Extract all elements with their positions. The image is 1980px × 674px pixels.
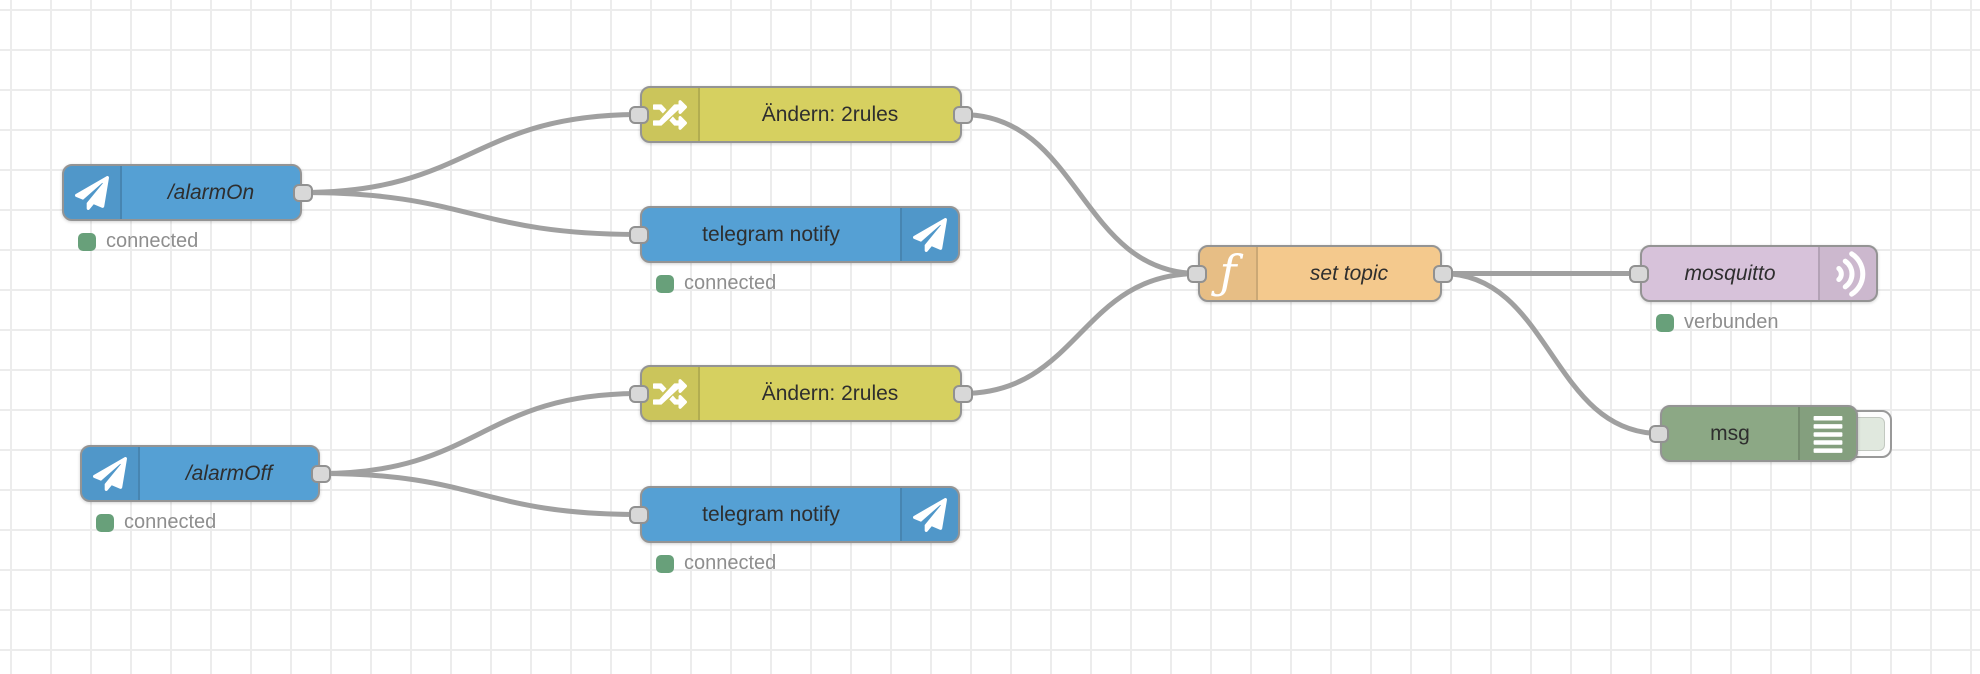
- input-port[interactable]: [629, 225, 649, 244]
- status-dot: [656, 274, 674, 293]
- node-mosquitto[interactable]: mosquitto: [1629, 245, 1878, 302]
- node-status: connected: [656, 552, 776, 575]
- input-port[interactable]: [1649, 424, 1669, 443]
- output-port[interactable]: [1433, 264, 1453, 283]
- telegram-plane-icon: [64, 166, 122, 219]
- node-telegram-notify-1[interactable]: telegram notify: [629, 206, 960, 263]
- input-port[interactable]: [629, 105, 649, 124]
- node-label: Ändern: 2rules: [761, 381, 899, 405]
- node-body-change-2[interactable]: Ändern: 2rules: [640, 365, 962, 422]
- function-icon: ƒ: [1200, 247, 1258, 300]
- node-body-set-topic[interactable]: ƒ set topic: [1198, 245, 1442, 302]
- node-label: set topic: [1309, 261, 1389, 285]
- signal-arcs-icon: [1818, 247, 1876, 300]
- node-body-alarm-off[interactable]: /alarmOff: [80, 445, 320, 502]
- node-label: Ändern: 2rules: [761, 102, 899, 126]
- status-dot: [78, 232, 96, 251]
- status-dot: [96, 513, 114, 532]
- node-body-mosquitto[interactable]: mosquitto: [1640, 245, 1878, 302]
- output-port[interactable]: [293, 183, 313, 202]
- input-port[interactable]: [629, 505, 649, 524]
- node-body-msg[interactable]: msg: [1660, 405, 1858, 462]
- node-label: telegram notify: [702, 222, 840, 246]
- node-body-telegram-notify-1[interactable]: telegram notify: [640, 206, 960, 263]
- input-port[interactable]: [1629, 264, 1649, 283]
- wire-alarm-off-to-change-2[interactable]: [317, 391, 643, 476]
- node-status: connected: [656, 272, 776, 295]
- node-label: /alarmOff: [185, 461, 273, 485]
- node-label: mosquitto: [1684, 261, 1776, 285]
- node-change-2[interactable]: Ändern: 2rules: [629, 365, 973, 422]
- status-text: connected: [124, 511, 217, 533]
- status-text: connected: [106, 230, 199, 252]
- node-change-1[interactable]: Ändern: 2rules: [629, 86, 973, 143]
- telegram-plane-icon: [900, 488, 958, 541]
- node-label: /alarmOn: [167, 180, 255, 204]
- status-dot: [1656, 313, 1674, 332]
- output-port[interactable]: [953, 384, 973, 403]
- node-telegram-notify-2[interactable]: telegram notify: [629, 486, 960, 543]
- telegram-plane-icon: [82, 447, 140, 500]
- node-body-telegram-notify-2[interactable]: telegram notify: [640, 486, 960, 543]
- shuffle-icon: [642, 367, 700, 420]
- node-alarm-off[interactable]: /alarmOff: [80, 445, 331, 502]
- output-port[interactable]: [311, 464, 331, 483]
- input-port[interactable]: [629, 384, 649, 403]
- node-status: verbunden: [1656, 311, 1779, 334]
- node-alarm-on[interactable]: /alarmOn: [62, 164, 313, 221]
- wire-change-1-to-set-topic[interactable]: [959, 112, 1201, 276]
- node-label: msg: [1710, 421, 1750, 445]
- output-port[interactable]: [953, 105, 973, 124]
- input-port[interactable]: [1187, 264, 1207, 283]
- node-status: connected: [96, 511, 216, 534]
- wire-alarm-on-to-change-1[interactable]: [299, 112, 643, 195]
- wire-set-topic-to-msg[interactable]: [1439, 271, 1663, 436]
- status-text: verbunden: [1684, 311, 1779, 333]
- wire-change-2-to-set-topic[interactable]: [959, 271, 1201, 396]
- wire-alarm-off-to-telegram-notify-2[interactable]: [317, 471, 643, 517]
- debug-lines-icon: [1798, 407, 1856, 460]
- node-body-alarm-on[interactable]: /alarmOn: [62, 164, 302, 221]
- status-text: connected: [684, 552, 777, 574]
- status-text: connected: [684, 272, 777, 294]
- wire-alarm-on-to-telegram-notify-1[interactable]: [299, 190, 643, 237]
- status-dot: [656, 554, 674, 573]
- node-status: connected: [78, 230, 198, 253]
- node-set-topic[interactable]: ƒ set topic: [1187, 245, 1453, 302]
- node-msg[interactable]: msg: [1649, 405, 1892, 462]
- node-body-change-1[interactable]: Ändern: 2rules: [640, 86, 962, 143]
- shuffle-icon: [642, 88, 700, 141]
- telegram-plane-icon: [900, 208, 958, 261]
- node-label: telegram notify: [702, 502, 840, 526]
